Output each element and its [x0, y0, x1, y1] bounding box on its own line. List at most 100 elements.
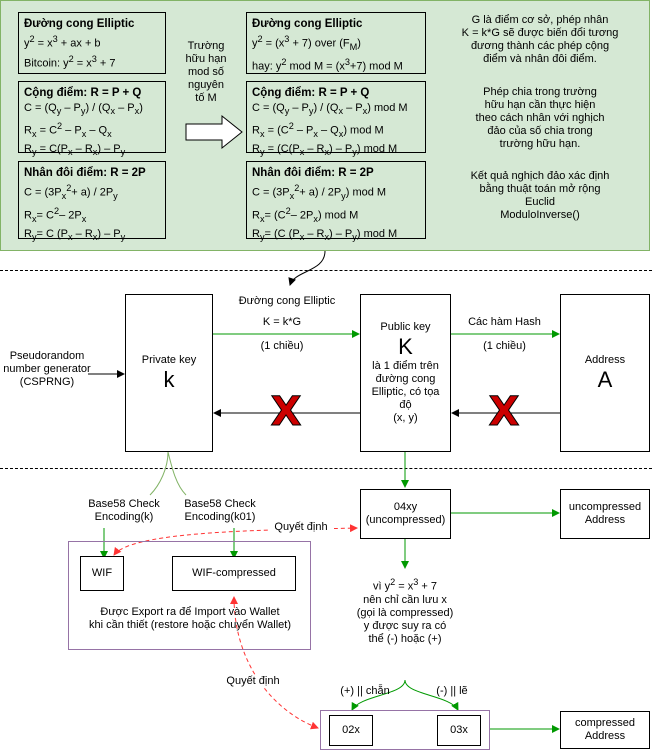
- base58-line: Base58 Check: [88, 498, 160, 510]
- point-addition-box: Cộng điểm: R = P + Q C = (Qy – Py) / (Qx…: [18, 81, 166, 157]
- add-line3: Ry = C(Px – Rx) – Py: [24, 143, 126, 158]
- uncompressed-address-line: Address: [584, 514, 626, 526]
- note-line: ModuloInverse(): [500, 209, 580, 221]
- point-addition-mod-box: Cộng điểm: R = P + Q C = (Qy – Py) / (Qx…: [246, 81, 426, 157]
- finite-field-line: mod số: [187, 66, 225, 78]
- address-label: Address: [584, 353, 626, 366]
- add-mod-line2: Rx = (C2 – Px – Qx) mod M: [252, 121, 384, 140]
- prng-label: Pseudorandom number generator (CSPRNG): [2, 350, 92, 389]
- prng-line: (CSPRNG): [19, 376, 75, 388]
- point-doubling-title: Nhân đôi điểm: R = 2P: [24, 167, 146, 179]
- curve-line1: y2 = x3 + ax + b: [24, 34, 101, 50]
- point-addition-title: Cộng điểm: R = P + Q: [24, 87, 142, 99]
- finite-field-line: tố M: [195, 92, 217, 104]
- private-key-box: Private key k: [125, 294, 213, 452]
- double-mod-line3: Ry= (C (Px – Rx) – Py) mod M: [252, 227, 398, 242]
- note-line: đảo của số chia trong: [487, 125, 593, 137]
- public-key-desc: đường cong: [375, 373, 436, 385]
- uncompressed-key-box: 04xy (uncompressed): [360, 489, 451, 539]
- compress-note-line: y được suy ra có: [363, 619, 447, 632]
- point-doubling-mod-title: Nhân đôi điểm: R = 2P: [252, 167, 374, 179]
- decide-label-top: Quyết định: [268, 521, 334, 534]
- address-symbol: A: [597, 366, 613, 392]
- curve-mod-line1: y2 = (x3 + 7) over (FM): [252, 34, 361, 52]
- panel-to-curve-connector: [288, 250, 326, 286]
- note-line: Euclid: [525, 196, 555, 208]
- public-key-symbol: K: [398, 334, 413, 359]
- double-line1: C = (3Px2+ a) / 2Py: [24, 183, 118, 201]
- export-note-line: Được Export ra để Import vào Wallet: [100, 606, 280, 618]
- curve-edge-formula: K = k*G: [262, 316, 302, 328]
- public-key-box: Public key K là 1 điểm trên đường cong E…: [360, 294, 451, 452]
- uncompressed-key-prefix: 04xy: [393, 501, 418, 513]
- compressed-address-box: compressed Address: [560, 711, 650, 749]
- curve-title: Đường cong Elliptic: [24, 18, 135, 30]
- public-key-desc: Elliptic, có tọa: [371, 386, 440, 398]
- add-line1: C = (Qy – Py) / (Qx – Px): [24, 102, 143, 117]
- wif-box: WIF: [80, 556, 124, 591]
- base58-k-label: Base58 Check Encoding(k): [74, 498, 174, 524]
- compress-note-line: vì y2 = x3 + 7: [372, 577, 437, 593]
- prefix-03-box: 03x: [437, 715, 481, 746]
- note-line: đương thành các phép cộng: [470, 40, 610, 52]
- export-note: Được Export ra để Import vào Wallet khi …: [70, 606, 310, 632]
- private-key-symbol: k: [163, 366, 175, 392]
- base58-line: Encoding(k01): [184, 511, 256, 523]
- add-mod-line1: C = (Qy – Py) / (Qx – Px) mod M: [252, 102, 408, 117]
- prng-line: number generator: [3, 363, 91, 375]
- curve-equation-box: Đường cong Elliptic y2 = x3 + ax + b Bit…: [18, 12, 166, 74]
- public-key-desc: độ: [399, 399, 412, 411]
- prng-line: Pseudorandom: [9, 350, 85, 362]
- compress-note-line: nên chỉ cần lưu x: [363, 593, 447, 606]
- add-mod-line3: Ry = (C(Px – Rx) – Py) mod M: [252, 143, 398, 158]
- scalar-mult-note: G là điểm cơ sở, phép nhân K = k*G sẽ đư…: [440, 14, 640, 66]
- public-key-coords: (x, y): [393, 412, 418, 424]
- uncompressed-address-line: uncompressed: [568, 501, 642, 513]
- branch-03-connector: [404, 679, 459, 711]
- private-key-label: Private key: [141, 353, 197, 366]
- modinverse-note: Kết quả nghịch đảo xác định bằng thuật t…: [440, 170, 640, 222]
- base58-line: Encoding(k): [94, 511, 154, 523]
- curve-mod-box: Đường cong Elliptic y2 = (x3 + 7) over (…: [246, 12, 426, 74]
- cross-icon: X: [270, 389, 302, 435]
- point-doubling-mod-box: Nhân đôi điểm: R = 2P C = (3Px2+ a) / 2P…: [246, 161, 426, 242]
- public-key-label: Public key: [380, 321, 431, 333]
- curve-mod-line2: hay: y2 mod M = (x3+7) mod M: [252, 56, 403, 73]
- compressed-address-line: compressed: [575, 717, 635, 729]
- note-line: điểm và nhân đôi điểm.: [483, 53, 597, 65]
- finite-field-line: Trường: [187, 40, 225, 52]
- finite-field-line: nguyên: [187, 79, 225, 91]
- prefix-03-label: 03x: [450, 724, 468, 736]
- note-line: G là điểm cơ sở, phép nhân: [471, 14, 609, 26]
- base58-k01-label: Base58 Check Encoding(k01): [170, 498, 270, 524]
- note-line: K = k*G sẽ được biến đổi tương: [461, 27, 619, 39]
- add-line2: Rx = C2 – Px – Qx: [24, 121, 112, 140]
- separator-top: [0, 270, 652, 271]
- public-key-desc: là 1 điểm trên: [372, 360, 439, 372]
- wif-compressed-label: WIF-compressed: [192, 567, 276, 579]
- wif-compressed-box: WIF-compressed: [172, 556, 296, 591]
- double-mod-line2: Rx= (C2– 2Px) mod M: [252, 205, 359, 224]
- wif-group: [68, 541, 311, 650]
- hash-edge-direction: (1 chiều): [483, 340, 526, 352]
- note-line: hữu hạn cần thực hiện: [484, 99, 596, 111]
- address-box: Address A: [560, 294, 650, 452]
- private-key-branch-connector: [149, 451, 187, 496]
- curve-line2: Bitcoin: y2 = x3 + 7: [24, 53, 116, 70]
- note-line: theo cách nhân với nghịch: [475, 112, 605, 124]
- compress-note-line: thể (-) hoặc (+): [368, 632, 442, 645]
- double-line2: Rx= C2– 2Px: [24, 205, 87, 224]
- finite-field-line: hữu hạn: [185, 53, 227, 65]
- note-line: bằng thuật toán mở rộng: [479, 183, 601, 195]
- curve-mod-title: Đường cong Elliptic: [252, 18, 363, 30]
- cross-icon: X: [488, 389, 520, 435]
- note-line: trường hữu hạn.: [499, 138, 581, 150]
- odd-label: (-) || lẽ: [436, 685, 468, 697]
- curve-edge-direction: (1 chiều): [260, 340, 304, 352]
- wif-label: WIF: [91, 567, 113, 579]
- division-note: Phép chia trong trường hữu hạn cần thực …: [440, 86, 640, 151]
- point-doubling-box: Nhân đôi điểm: R = 2P C = (3Px2+ a) / 2P…: [18, 161, 166, 242]
- point-addition-mod-title: Cộng điểm: R = P + Q: [252, 87, 370, 99]
- even-label: (+) || chẵn: [340, 685, 390, 697]
- curve-edge-name: Đường cong Elliptic: [238, 295, 336, 307]
